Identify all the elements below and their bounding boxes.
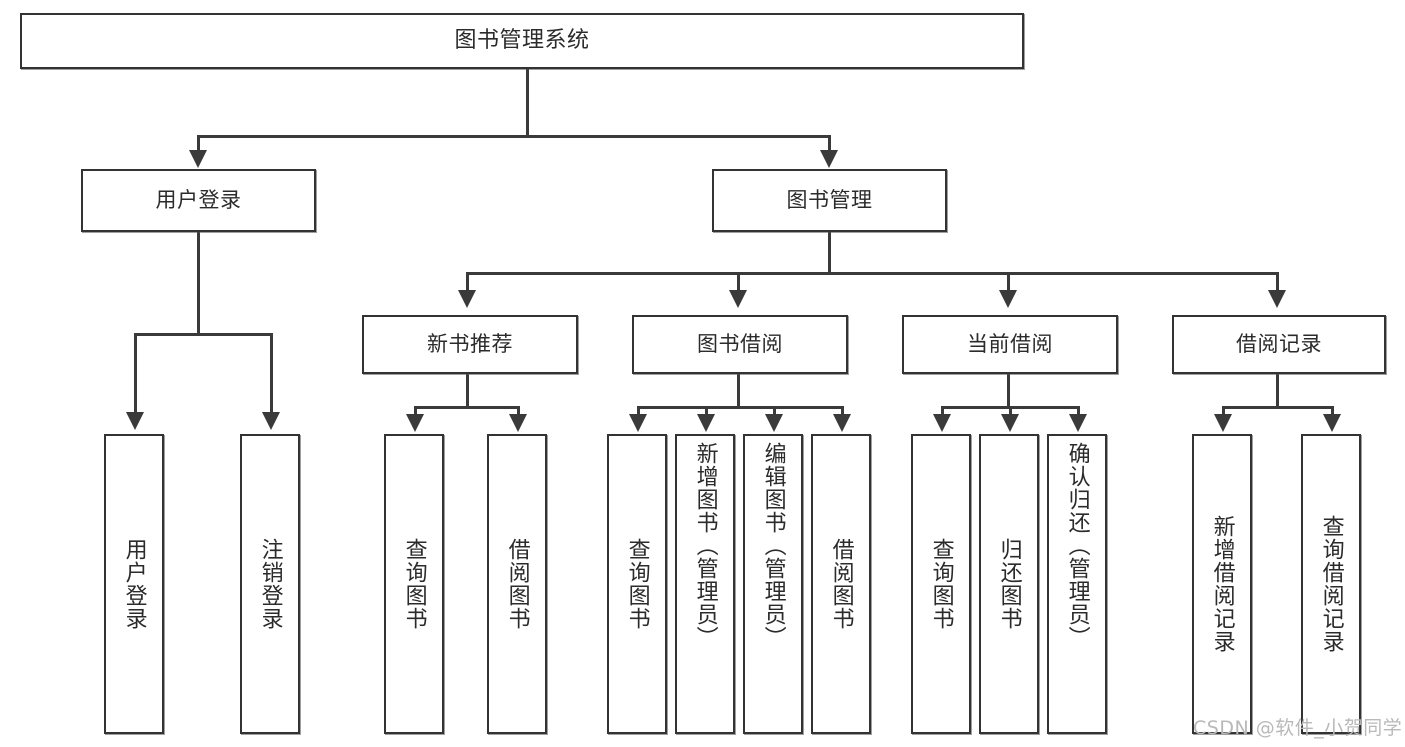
node-leaf-query-borrow-record[interactable]: 查询借阅记录: [1301, 434, 1361, 734]
connector-book-manage-bus: [466, 272, 1278, 275]
arrow-book-borrow-to-leaf4: [833, 414, 851, 432]
node-label: 新增图书（管理员）: [692, 442, 718, 649]
arrow-borrow-record-to-leaf1: [1214, 414, 1232, 432]
node-label: 用户登录: [155, 187, 242, 212]
node-label: 查询图书: [401, 538, 427, 630]
arrow-new-book-to-leaf1: [406, 414, 424, 432]
connector-user-login-stem: [197, 232, 200, 336]
node-leaf-add-borrow-record[interactable]: 新增借阅记录: [1192, 434, 1252, 734]
node-leaf-user-login[interactable]: 用户登录: [104, 434, 164, 734]
connector-current-borrow-to-leaf3: [1077, 406, 1080, 418]
connector-root-bus: [197, 135, 829, 138]
connector-user-login-bus: [134, 333, 273, 336]
node-book-management[interactable]: 图书管理: [712, 169, 947, 232]
connector-new-book-to-leaf2: [517, 406, 520, 418]
node-label: 当前借阅: [967, 331, 1053, 356]
node-label: 图书管理: [786, 187, 873, 212]
connector-borrow-record-to-leaf1: [1222, 406, 1225, 418]
connector-root-stem: [526, 69, 529, 137]
connector-new-book-bus: [414, 406, 520, 409]
connector-borrow-record-stem: [1276, 374, 1279, 408]
connector-book-manage-stem: [828, 232, 831, 274]
node-label: 用户登录: [121, 538, 147, 630]
connector-borrow-record-bus: [1222, 406, 1334, 409]
connector-current-borrow-to-leaf2: [1009, 406, 1012, 418]
arrow-current-borrow-to-leaf2: [1001, 414, 1019, 432]
node-current-borrowing[interactable]: 当前借阅: [902, 315, 1118, 374]
connector-book-borrow-to-leaf4: [841, 406, 844, 418]
node-leaf-query-book-3[interactable]: 查询图书: [911, 434, 971, 734]
arrow-book-manage-to-new-book: [458, 290, 476, 308]
node-label: 借阅图书: [828, 538, 854, 630]
node-leaf-return-book[interactable]: 归还图书: [979, 434, 1039, 734]
node-label: 图书借阅: [697, 331, 783, 356]
connector-book-manage-to-borrow-record: [1276, 272, 1279, 295]
arrow-current-borrow-to-leaf3: [1069, 414, 1087, 432]
connector-current-borrow-to-leaf1: [941, 406, 944, 418]
node-label: 借阅图书: [504, 538, 530, 630]
connector-book-manage-to-book-borrow: [737, 272, 740, 295]
arrow-book-borrow-to-leaf2: [697, 414, 715, 432]
node-label: 归还图书: [996, 538, 1022, 630]
node-label: 新增借阅记录: [1209, 515, 1235, 653]
connector-borrow-record-to-leaf2: [1331, 406, 1334, 418]
arrow-book-borrow-to-leaf3: [765, 414, 783, 432]
arrow-user-login-to-leaf1: [126, 412, 144, 430]
node-leaf-borrow-book-1[interactable]: 借阅图书: [487, 434, 547, 734]
connector-book-manage-to-new-book: [466, 272, 469, 295]
connector-current-borrow-stem: [1007, 374, 1010, 408]
arrow-root-to-user-login: [189, 150, 207, 168]
connector-book-manage-to-current-borrow: [1007, 272, 1010, 295]
node-leaf-edit-book-admin[interactable]: 编辑图书（管理员）: [743, 434, 803, 734]
node-label: 查询图书: [928, 538, 954, 630]
connector-user-login-to-leaf2: [270, 333, 273, 415]
node-leaf-borrow-book-2[interactable]: 借阅图书: [811, 434, 871, 734]
connector-book-borrow-stem: [737, 374, 740, 408]
csdn-watermark: CSDN @软件_小贺同学: [1193, 717, 1403, 739]
connector-new-book-stem: [466, 374, 469, 408]
node-new-book-recommendation[interactable]: 新书推荐: [362, 315, 578, 374]
node-label: 查询借阅记录: [1318, 515, 1344, 653]
node-root-book-management-system[interactable]: 图书管理系统: [20, 13, 1024, 69]
node-label: 借阅记录: [1236, 331, 1322, 356]
arrow-book-manage-to-current-borrow: [999, 290, 1017, 308]
node-leaf-logout[interactable]: 注销登录: [240, 434, 300, 734]
node-label: 编辑图书（管理员）: [760, 442, 786, 649]
arrow-book-manage-to-borrow-record: [1268, 290, 1286, 308]
arrow-user-login-to-leaf2: [262, 412, 280, 430]
arrow-current-borrow-to-leaf1: [933, 414, 951, 432]
node-label: 新书推荐: [427, 331, 513, 356]
connector-book-borrow-to-leaf2: [705, 406, 708, 418]
node-leaf-query-book-2[interactable]: 查询图书: [607, 434, 667, 734]
connector-root-to-book-manage: [828, 135, 831, 157]
node-label: 确认归还（管理员）: [1064, 442, 1090, 649]
connector-book-borrow-to-leaf1: [637, 406, 640, 418]
arrow-book-manage-to-book-borrow: [729, 290, 747, 308]
connector-user-login-to-leaf1: [134, 333, 137, 415]
arrow-root-to-book-manage: [820, 150, 838, 168]
node-borrowing-record[interactable]: 借阅记录: [1172, 315, 1386, 374]
node-label: 查询图书: [624, 538, 650, 630]
connector-root-to-user-login: [197, 135, 200, 157]
node-label: 图书管理系统: [454, 27, 590, 53]
node-book-borrowing[interactable]: 图书借阅: [632, 315, 848, 374]
arrow-borrow-record-to-leaf2: [1323, 414, 1341, 432]
connector-new-book-to-leaf1: [414, 406, 417, 418]
node-leaf-add-book-admin[interactable]: 新增图书（管理员）: [675, 434, 735, 734]
connector-book-borrow-to-leaf3: [773, 406, 776, 418]
node-user-login[interactable]: 用户登录: [81, 169, 316, 232]
node-label: 注销登录: [257, 538, 283, 630]
arrow-new-book-to-leaf2: [509, 414, 527, 432]
connector-book-borrow-bus: [637, 406, 843, 409]
node-leaf-confirm-return-admin[interactable]: 确认归还（管理员）: [1047, 434, 1107, 734]
arrow-book-borrow-to-leaf1: [629, 414, 647, 432]
node-leaf-query-book-1[interactable]: 查询图书: [384, 434, 444, 734]
